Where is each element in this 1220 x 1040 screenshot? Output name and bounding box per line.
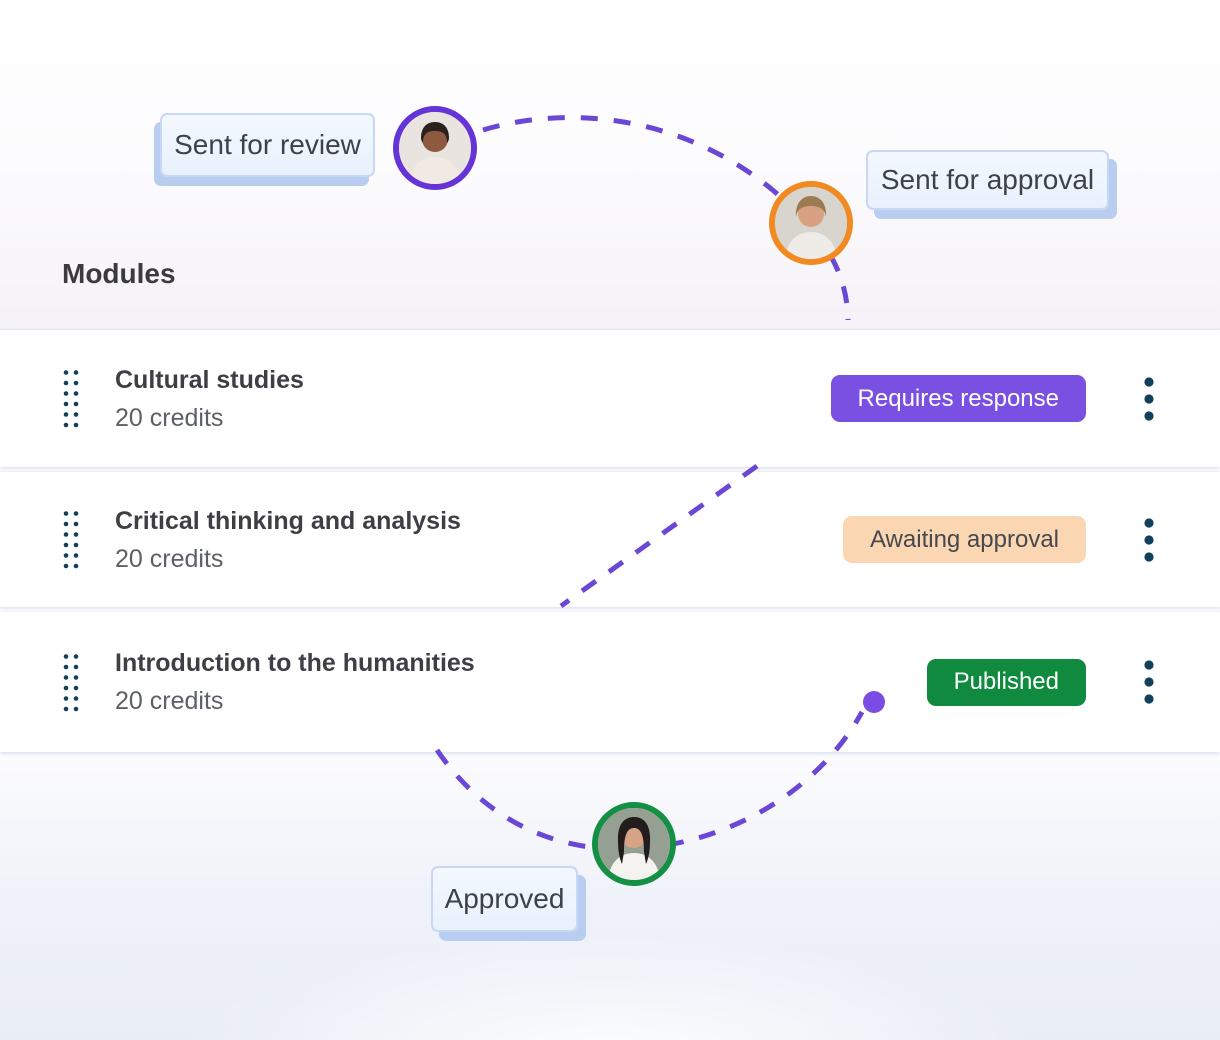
avatar-approver	[769, 181, 853, 265]
module-credits: 20 credits	[115, 544, 224, 573]
kebab-menu-icon[interactable]	[1144, 376, 1154, 421]
kebab-menu-icon[interactable]	[1144, 517, 1154, 562]
kebab-menu-icon[interactable]	[1144, 660, 1154, 704]
module-title: Critical thinking and analysis	[115, 506, 461, 535]
status-badge[interactable]: Requires response	[830, 375, 1086, 422]
drag-handle-icon[interactable]	[62, 652, 80, 713]
module-row: Introduction to the humanities 20 credit…	[0, 612, 1220, 752]
stage-tag-label: Sent for review	[174, 129, 361, 160]
module-credits: 20 credits	[115, 687, 224, 715]
footer-background	[0, 752, 1220, 1040]
module-row: Cultural studies 20 credits Requires res…	[0, 330, 1220, 467]
stage-tag-sent-for-approval: Sent for approval	[866, 150, 1109, 210]
stage-tag-label: Sent for approval	[880, 164, 1095, 195]
stage-tag-label: Approved	[444, 883, 565, 914]
module-credits: 20 credits	[115, 403, 224, 432]
drag-handle-icon[interactable]	[62, 509, 80, 570]
status-badge[interactable]: Published	[926, 658, 1086, 706]
person-silhouette-icon	[775, 187, 847, 259]
stage-tag-approved: Approved	[431, 866, 578, 932]
drag-handle-icon[interactable]	[62, 368, 80, 429]
person-silhouette-icon	[399, 112, 471, 184]
stage-tag-sent-for-review: Sent for review	[160, 113, 375, 177]
avatar-approved-user	[592, 802, 676, 886]
module-title: Cultural studies	[115, 365, 304, 394]
status-badge[interactable]: Awaiting approval	[842, 516, 1086, 563]
avatar-reviewer	[393, 106, 477, 190]
module-row: Critical thinking and analysis 20 credit…	[0, 472, 1220, 607]
module-title: Introduction to the humanities	[115, 649, 475, 677]
person-silhouette-icon	[598, 808, 670, 880]
modules-heading: Modules	[62, 258, 176, 289]
